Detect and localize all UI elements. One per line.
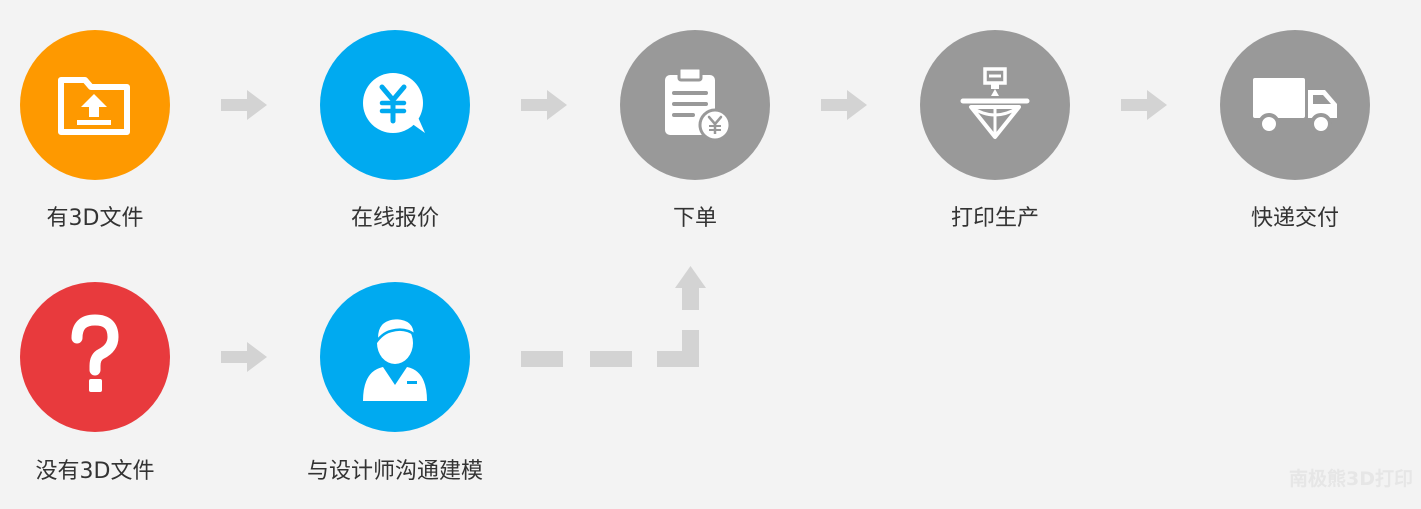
folder-upload-icon [58, 77, 130, 135]
step-label-online-quote: 在线报价 [350, 206, 439, 231]
3d-printer-icon [960, 67, 1030, 139]
yuan-chat-icon [363, 73, 425, 133]
flow-arrow-2 [521, 90, 567, 120]
step-node-express-delivery [1220, 30, 1370, 180]
question-mark-icon [71, 314, 119, 392]
step-label-print-production: 打印生产 [950, 206, 1039, 231]
step-node-print-production [920, 30, 1070, 180]
step-label-has-3d-file: 有3D文件 [46, 206, 144, 231]
step-node-no-3d-file [20, 282, 170, 432]
step-label-express-delivery: 快递交付 [1250, 206, 1339, 231]
step-label-place-order: 下单 [672, 206, 717, 231]
designer-person-icon [363, 316, 427, 401]
flow-arrow-4 [1121, 90, 1167, 120]
step-node-has-3d-file [20, 30, 170, 180]
step-label-no-3d-file: 没有3D文件 [35, 459, 155, 484]
step-label-designer-modeling: 与设计师沟通建模 [306, 459, 483, 484]
step-node-online-quote [320, 30, 470, 180]
flow-arrow-1 [221, 90, 267, 120]
step-node-designer-modeling [320, 282, 470, 432]
step-node-place-order [620, 30, 770, 180]
watermark-text: 南极熊3D打印 [1289, 468, 1413, 490]
flow-arrow-3 [821, 90, 867, 120]
delivery-truck-icon [1253, 78, 1337, 135]
order-clipboard-icon [665, 66, 732, 142]
dashed-connector-arrow [521, 266, 706, 367]
flow-arrow-5 [221, 342, 267, 372]
